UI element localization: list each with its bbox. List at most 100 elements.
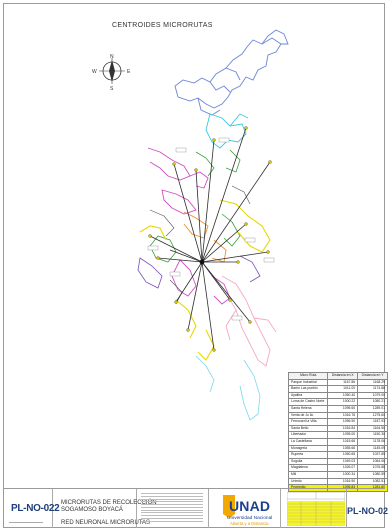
- centroid-line: [149, 235, 203, 263]
- table-cell: Santa Helena: [287, 404, 329, 413]
- map-title: CENTROIDES MICRORUTAS: [112, 22, 213, 29]
- table-cell: 1016.90: [327, 477, 359, 486]
- table-cell: 1016.84: [327, 424, 359, 433]
- centroid-line: [173, 163, 203, 263]
- centroid-point: [172, 162, 176, 166]
- revision-table: [287, 492, 345, 526]
- table-cell: 1000.22: [327, 398, 359, 406]
- table-header-cell: Distancia en Y: [357, 372, 388, 380]
- table-cell: 1080.21: [357, 398, 388, 406]
- table-cell: 1275.60: [357, 411, 388, 420]
- route-zone-cyan: [205, 113, 249, 149]
- title-block: PL-NO-022 MICRORUTAS DE RECOLECCIÓN SOGA…: [3, 488, 388, 528]
- route-zone-pink: [221, 275, 277, 367]
- table-cell: Sogolia: [287, 457, 329, 466]
- centroid-label: [244, 237, 256, 243]
- table-cell: Barrio Las pueblo: [287, 385, 329, 393]
- central-centroid: [199, 259, 205, 265]
- route-zone-green: [149, 149, 241, 263]
- project-title-line-1: MICRORUTAS DE RECOLECCIÓN: [61, 500, 157, 506]
- sheet-code: PL-NO-022: [11, 503, 60, 514]
- centroid-line: [201, 261, 215, 351]
- compass-needle-icon: [109, 60, 115, 82]
- table-cell: 1000.34: [327, 470, 359, 479]
- table-cell: 1050.40: [327, 391, 359, 400]
- centroid-point: [236, 260, 240, 264]
- title-block-notes-cell: [137, 489, 209, 528]
- table-cell: 1011.00: [327, 385, 359, 393]
- centroid-label: [169, 271, 181, 277]
- centroid-label-boxes: [147, 137, 275, 321]
- centroid-line: [201, 261, 251, 323]
- university-wordmark: UNAD: [229, 498, 271, 514]
- table-cell: 1095.60: [327, 404, 359, 413]
- route-zone-purple: [137, 255, 261, 289]
- centroid-point: [266, 250, 270, 254]
- table-cell: 1016.76: [327, 411, 359, 420]
- table-cell: La Castellana: [287, 437, 329, 446]
- table-cell: 1145.09: [357, 444, 388, 453]
- route-zone-blue: [174, 29, 289, 116]
- table-cell: 1050.65: [327, 451, 359, 459]
- centroid-line: [169, 249, 203, 263]
- university-name-line-1: Universidad Nacional: [227, 516, 273, 521]
- title-block-code-cell: [3, 489, 53, 528]
- table-cell: 1168.29: [357, 378, 388, 387]
- centroid-label: [175, 147, 187, 153]
- table-cell: Libertador: [287, 431, 329, 439]
- compass-west-label: W: [92, 69, 97, 75]
- table-cell: 1281.80: [357, 484, 388, 492]
- table-cell: 1076.88: [357, 464, 388, 472]
- project-title-line-2: SOGAMOSO BOYACÁ: [61, 507, 123, 513]
- centroid-point: [212, 348, 216, 352]
- code-footer-line: [9, 522, 43, 527]
- centroid-line: [201, 223, 247, 263]
- logo-shield-icon: [223, 495, 235, 518]
- centroid-point: [244, 222, 248, 226]
- centroid-line: [201, 139, 215, 263]
- table-cell: Promedio: [287, 484, 329, 492]
- centroid-point: [194, 168, 198, 172]
- notes-fine-print: [141, 493, 203, 524]
- table-cell: 1055.66: [327, 444, 359, 453]
- title-block-project-cell: [53, 489, 137, 528]
- university-logo: [223, 495, 235, 518]
- table-cell: 1096.50: [327, 418, 359, 426]
- compass-south-label: S: [110, 86, 114, 92]
- table-header-cell: Distancia en X: [327, 372, 359, 380]
- table-cell: 1150.30: [357, 431, 388, 439]
- sheet-code-right: PL-NO-02: [347, 506, 388, 516]
- table-header-row: Micro Ruta Distancia en X Distancia en Y: [287, 372, 388, 380]
- route-zone-gray: [149, 185, 251, 305]
- table-cell: Loma de Castro Norte: [287, 398, 329, 406]
- centroid-point: [248, 320, 252, 324]
- table-cell: 1026.07: [327, 464, 359, 472]
- table-cell: 1095.00: [327, 431, 359, 439]
- table-cell: Uniedo: [287, 477, 329, 486]
- table-cell: Santa Bello: [287, 424, 329, 433]
- centroid-line: [201, 251, 269, 263]
- centroid-lines: [149, 127, 271, 351]
- table-cell: 1082.51: [357, 477, 388, 486]
- route-zone-yellow: [139, 199, 271, 361]
- centroid-point: [186, 328, 190, 332]
- centroid-label: [263, 257, 275, 263]
- table-cell: 1080.59: [357, 470, 388, 479]
- table-cell: 1079.00: [357, 391, 388, 400]
- centroid-line: [157, 257, 203, 263]
- table-cell: 1174.88: [357, 385, 388, 393]
- compass-rose: N S E W: [92, 54, 131, 92]
- centroid-point: [268, 160, 272, 164]
